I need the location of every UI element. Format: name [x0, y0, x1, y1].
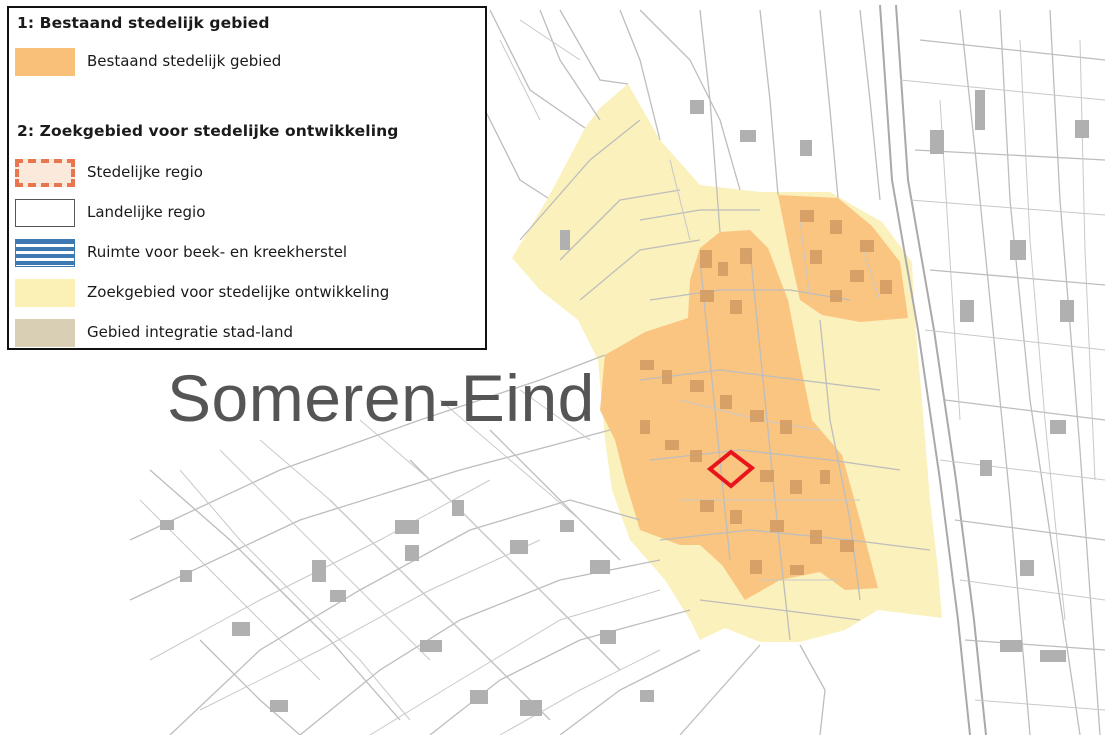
swatch-stedelijke-regio [15, 159, 75, 187]
place-name-label: Someren-Eind [167, 361, 595, 435]
legend-label: Gebied integratie stad-land [87, 323, 293, 341]
legend-item-zoekgebied: Zoekgebied voor stedelijke ontwikkeling [15, 279, 485, 309]
legend-label: Stedelijke regio [87, 163, 203, 181]
legend-section1-title: 1: Bestaand stedelijk gebied [17, 14, 270, 32]
legend-label: Ruimte voor beek- en kreekherstel [87, 243, 348, 261]
legend-item-integratie-stad-land: Gebied integratie stad-land [15, 319, 485, 349]
urban-area-north [778, 195, 908, 322]
swatch-zoekgebied [15, 279, 75, 307]
legend-item-stedelijke-regio: Stedelijke regio [15, 159, 485, 189]
parcel-lines [139, 19, 1105, 735]
railway-line [879, 4, 987, 735]
legend-label: Bestaand stedelijk gebied [87, 52, 282, 70]
legend-item-existing-urban: Bestaand stedelijk gebied [15, 48, 485, 78]
buildings [160, 90, 1089, 716]
legend-item-landelijke-regio: Landelijke regio [15, 199, 485, 229]
legend-label: Zoekgebied voor stedelijke ontwikkeling [87, 283, 390, 301]
legend-label: Landelijke regio [87, 203, 206, 221]
swatch-landelijke-regio [15, 199, 75, 227]
legend-item-beek-kreekherstel: Ruimte voor beek- en kreekherstel [15, 239, 485, 269]
swatch-integratie-stad-land [15, 319, 75, 347]
map-legend: 1: Bestaand stedelijk gebied Bestaand st… [7, 6, 487, 350]
town-buildings [640, 210, 892, 575]
location-marker[interactable] [706, 449, 756, 489]
swatch-beek-kreekherstel [15, 239, 75, 267]
swatch-existing-urban [15, 48, 75, 76]
legend-section2-title: 2: Zoekgebied voor stedelijke ontwikkeli… [17, 122, 399, 140]
